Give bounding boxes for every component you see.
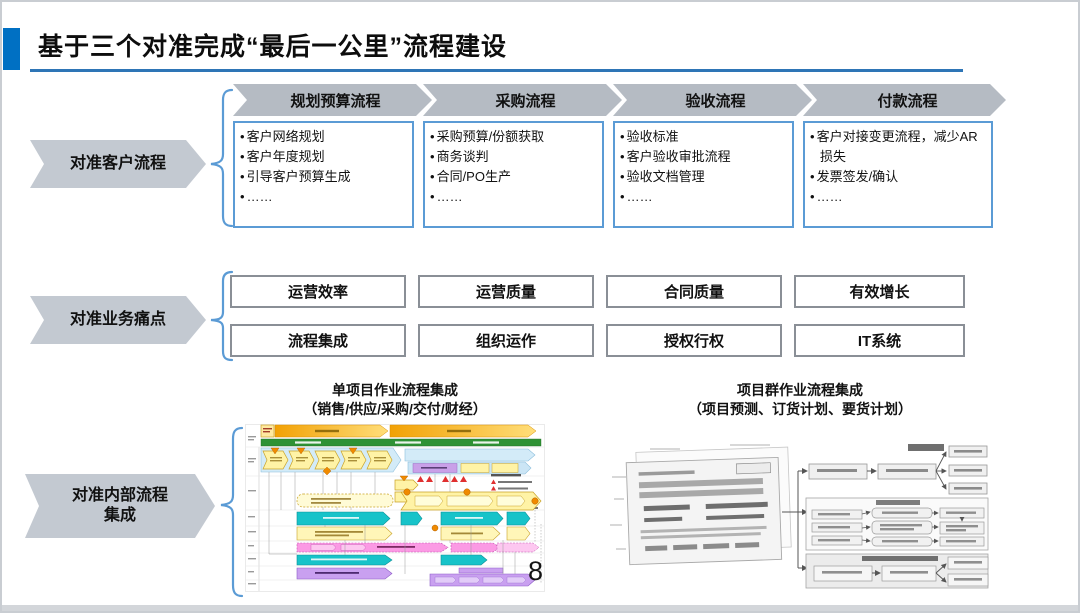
stage-chevron-label: 验收流程 [685,92,746,110]
bullet-item: …… [240,187,409,207]
bullet-list: 验收标准 客户验收审批流程 验收文档管理 …… [620,127,789,208]
pain-point-box: 运营质量 [418,275,594,308]
pain-point-box: 有效增长 [794,275,965,308]
figure-caption-project-group: 项目群作业流程集成 （项目预测、订货计划、要货计划） [610,381,990,419]
pain-point-box: 授权行权 [606,324,782,357]
pain-point-box: 运营效率 [230,275,406,308]
pain-point-label: 运营效率 [287,284,348,301]
row-label-text: 对准内部流程 集成 [72,486,168,526]
bullet-list: 客户网络规划 客户年度规划 引导客户预算生成 …… [240,127,409,208]
brace-connector-row1 [210,88,234,228]
page-number: 8 [528,556,544,586]
pain-point-label: 授权行权 [663,333,724,350]
stage-chevron-procurement: 采购流程 [423,84,622,116]
bullet-item: 客户验收审批流程 [620,147,789,167]
row-label-text: 对准客户流程 [69,155,166,172]
stage-chevron-label: 采购流程 [495,92,556,110]
bullet-item: 客户年度规划 [240,147,409,167]
pain-point-box: 流程集成 [230,324,406,357]
row-label-customer-process: 对准客户流程 [30,140,206,188]
swimlane-diagram [245,424,545,592]
pain-point-label: 有效增长 [849,284,910,301]
row-label-pain-points: 对准业务痛点 [30,296,206,344]
row-label-line2: 集成 [103,507,136,524]
single-project-flowchart-image [245,424,545,597]
brace-connector-row2 [210,270,234,362]
process-detail-box-planning: 客户网络规划 客户年度规划 引导客户预算生成 …… [233,121,414,228]
bullet-item: …… [620,187,789,207]
pain-point-box: 合同质量 [606,275,782,308]
project-group-flowchart-image [610,438,990,590]
process-detail-box-procurement: 采购预算/份额获取 商务谈判 合同/PO生产 …… [423,121,604,228]
system-diagram [610,444,989,589]
pain-point-box: 组织运作 [418,324,594,357]
stage-chevron-planning: 规划预算流程 [233,84,432,116]
bullet-item: 采购预算/份额获取 [430,127,599,147]
pain-point-label: 合同质量 [663,284,724,301]
bullet-item: 发票签发/确认 [810,167,988,187]
bullet-list: 客户对接变更流程，减少AR损失 发票签发/确认 …… [810,127,988,208]
pain-point-box: IT系统 [794,324,965,357]
bullet-item: 引导客户预算生成 [240,167,409,187]
row-label-internal-integration: 对准内部流程 集成 [25,474,215,538]
caption-line2: （项目预测、订货计划、要货计划） [688,400,912,417]
caption-line1: 单项目作业流程集成 [332,382,458,398]
bullet-item: …… [810,187,988,207]
bullet-item: 客户网络规划 [240,127,409,147]
title-accent-bar [3,28,20,70]
bullet-item: 验收标准 [620,127,789,147]
bullet-item: 客户对接变更流程，减少AR损失 [810,127,988,167]
slide-bottom-edge [0,605,1080,613]
bullet-item: …… [430,187,599,207]
process-detail-box-acceptance: 验收标准 客户验收审批流程 验收文档管理 …… [613,121,794,228]
bullet-item: 合同/PO生产 [430,167,599,187]
stage-chevron-acceptance: 验收流程 [613,84,812,116]
title-underline [30,69,963,72]
bullet-item: 验收文档管理 [620,167,789,187]
pain-point-label: 组织运作 [475,333,536,350]
row-label-line1: 对准内部流程 [71,487,168,504]
stage-chevron-label: 付款流程 [877,92,938,110]
bullet-list: 采购预算/份额获取 商务谈判 合同/PO生产 …… [430,127,599,208]
stage-chevron-payment: 付款流程 [803,84,1006,116]
bullet-item: 商务谈判 [430,147,599,167]
pain-point-label: 流程集成 [287,333,348,350]
stage-chevron-label: 规划预算流程 [290,92,381,110]
caption-line1: 项目群作业流程集成 [737,382,863,398]
figure-caption-single-project: 单项目作业流程集成 （销售/供应/采购/交付/财经） [245,381,545,419]
process-detail-box-payment: 客户对接变更流程，减少AR损失 发票签发/确认 …… [803,121,993,228]
pain-point-label: 运营质量 [475,284,536,301]
slide-title: 基于三个对准完成“最后一公里”流程建设 [38,33,508,61]
caption-line2: （销售/供应/采购/交付/财经） [303,400,487,417]
row-label-text: 对准业务痛点 [69,311,166,328]
pain-point-label: IT系统 [857,333,902,350]
brace-connector-row3 [220,426,244,598]
